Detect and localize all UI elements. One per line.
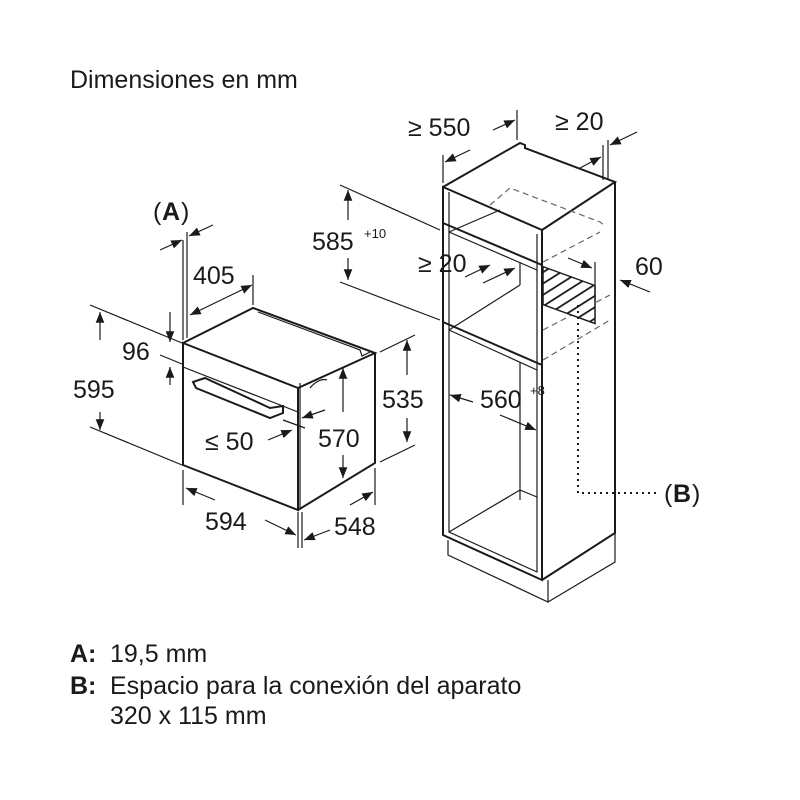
dimension-lines <box>89 110 651 548</box>
dim-550: ≥ 550 <box>408 114 470 142</box>
diagram-title: Dimensiones en mm <box>70 66 298 94</box>
dim-585-tolerance: +10 <box>364 226 386 241</box>
legend-b: B: Espacio para la conexión del aparato <box>70 672 521 701</box>
label-b: B <box>673 480 691 508</box>
dim-585: 585 <box>312 228 354 256</box>
dim-20-top: ≥ 20 <box>555 108 603 136</box>
dim-595: 595 <box>73 376 115 404</box>
dim-96: 96 <box>122 338 150 366</box>
legend-b-size: 320 x 115 mm <box>110 702 267 730</box>
connection-space <box>542 265 596 325</box>
dim-50: ≤ 50 <box>205 428 253 456</box>
dim-405: 405 <box>193 262 235 290</box>
dim-560-tolerance: +8 <box>530 383 545 398</box>
dim-570: 570 <box>318 425 360 453</box>
legend-a: A: 19,5 mm <box>70 640 207 669</box>
dim-20-mid: ≥ 20 <box>418 250 466 278</box>
oven-drawing <box>182 306 378 512</box>
cabinet-drawing <box>442 141 660 603</box>
dim-535: 535 <box>382 386 424 414</box>
legend-b-key: B: <box>70 672 97 700</box>
label-a-open: ( <box>153 198 162 226</box>
label-a-close: ) <box>181 198 189 226</box>
legend-a-text: 19,5 mm <box>110 640 208 668</box>
dim-548: 548 <box>334 513 376 541</box>
label-a: A <box>162 198 180 226</box>
dim-594: 594 <box>205 508 247 536</box>
dim-560: 560 <box>480 386 522 414</box>
dim-60: 60 <box>635 253 663 281</box>
label-b-open: ( <box>664 480 673 508</box>
legend-a-key: A: <box>70 640 97 668</box>
label-b-close: ) <box>692 480 700 508</box>
legend-b-text: Espacio para la conexión del aparato <box>110 672 522 700</box>
